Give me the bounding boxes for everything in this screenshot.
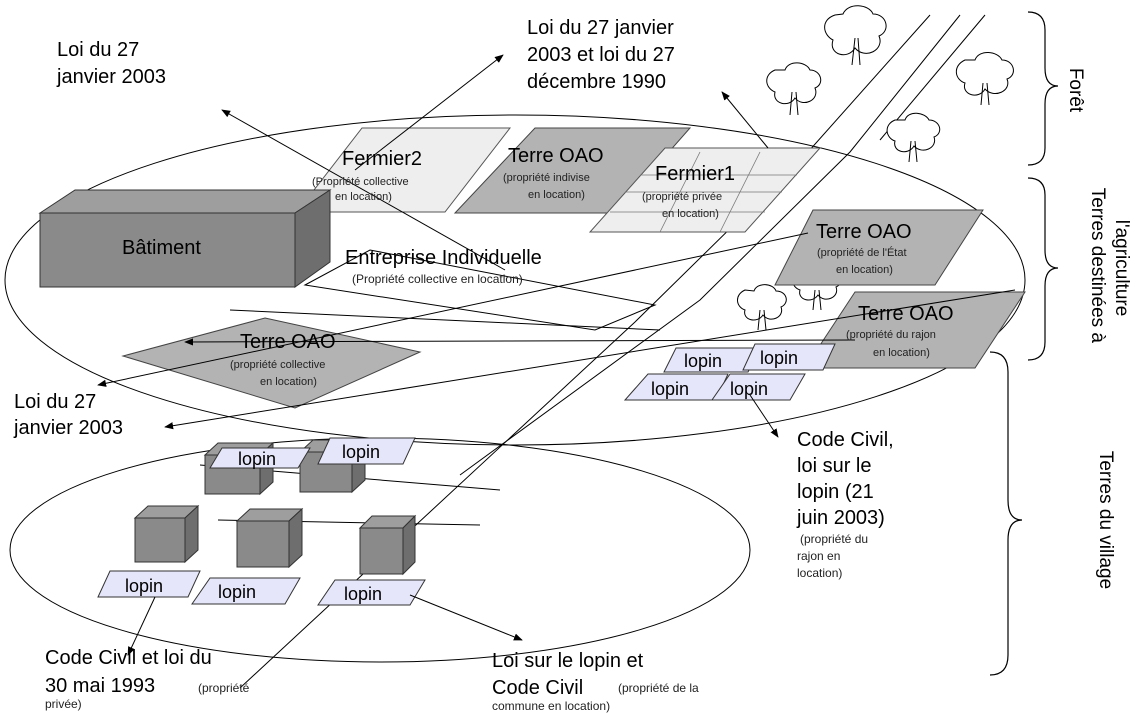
brace-village <box>989 351 1023 676</box>
arrow <box>127 596 156 656</box>
code-civil-lopin-note: (propriété du rajon en location) <box>797 532 871 580</box>
arrows <box>97 54 1016 656</box>
parcel-fermier1 <box>588 147 822 233</box>
lopin-label: lopin <box>218 582 256 602</box>
loi-mid-left-label: Loi du 27 janvier 2003 <box>13 391 123 439</box>
terre-oao-rajon-sub: (propriété du rajon en location) <box>846 329 939 359</box>
arrow <box>721 91 769 149</box>
terre-oao-rajon-title: Terre OAO <box>858 303 954 325</box>
lopin-parcel <box>742 343 836 371</box>
zone-braces <box>989 11 1059 676</box>
batiment-block <box>38 189 332 288</box>
tree-icon <box>955 52 1014 106</box>
road <box>239 14 986 689</box>
parcel-fermier2 <box>295 127 512 213</box>
fermier1-sub: (propriété privée en location) <box>642 191 725 220</box>
code-civil-1993-label: Code Civil et loi du 30 mai 1993 <box>45 647 217 697</box>
lopin-label: lopin <box>238 449 276 469</box>
lopin-label: lopin <box>760 348 798 368</box>
lopin-label: lopin <box>342 442 380 462</box>
lopin-parcel <box>191 577 301 605</box>
code-civil-lopin-label: Code Civil, loi sur le lopin (21 juin 20… <box>796 429 899 529</box>
house-icon <box>133 504 200 564</box>
lopin-parcel <box>209 447 311 469</box>
house-icon <box>235 507 304 569</box>
arrow <box>354 54 504 171</box>
tree-icon <box>766 62 822 116</box>
parcel-terre-oao-etat <box>774 209 984 286</box>
lopin-label: lopin <box>344 584 382 604</box>
terre-oao-collective-sub: (propriété collective en location) <box>230 359 328 388</box>
terre-oao-etat-title: Terre OAO <box>816 221 912 243</box>
lopin-parcel <box>317 437 416 465</box>
zone-village-label: Terres du village <box>1095 451 1116 589</box>
terre-oao-indivise-title: Terre OAO <box>508 145 604 167</box>
lopin-parcels <box>97 343 836 606</box>
parcel-terre-oao-collective <box>121 317 422 409</box>
zone-agriculture-label: Terres destinées à l'agriculture <box>1087 188 1132 349</box>
fermier1-title: Fermier1 <box>655 163 735 185</box>
arrow <box>184 338 856 346</box>
entreprise-title: Entreprise Individuelle <box>345 247 542 269</box>
lopin-label: lopin <box>125 576 163 596</box>
code-civil-1993-note-a: (propriété <box>198 681 250 695</box>
lopin-label: lopin <box>730 379 768 399</box>
arrow <box>749 394 779 438</box>
lopin-label: lopin <box>684 351 722 371</box>
brace-foret <box>1027 11 1059 166</box>
terre-oao-collective-title: Terre OAO <box>240 331 336 353</box>
loi-top-center-label: Loi du 27 janvier 2003 et loi du 27 déce… <box>527 17 680 93</box>
terre-oao-indivise-sub: (propriété indivise en location) <box>503 172 593 201</box>
lopin-parcel <box>97 570 201 598</box>
house-icon <box>358 514 417 576</box>
arrow <box>164 289 1016 430</box>
terre-oao-etat-sub: (propriété de l'État en location) <box>817 246 910 276</box>
tree-icon <box>886 112 941 163</box>
brace-agriculture <box>1027 177 1059 361</box>
fermier2-title: Fermier2 <box>342 148 422 170</box>
zone-foret-label: Forêt <box>1065 68 1086 113</box>
tree-icon <box>737 284 787 331</box>
loi-lopin-commune-note-b: commune en location) <box>492 699 610 713</box>
loi-lopin-commune-note-a: (propriété de la <box>618 681 699 695</box>
arrow <box>221 109 506 271</box>
parcel-terre-oao-rajon <box>804 291 1026 369</box>
fermier2-sub: (Propriété collective en location) <box>312 176 412 203</box>
tree-icon <box>824 5 887 66</box>
code-civil-1993-note-b: privée) <box>45 697 82 711</box>
entreprise-sub: (Propriété collective en location) <box>352 272 523 286</box>
arrow <box>97 232 809 387</box>
lopin-label: lopin <box>651 379 689 399</box>
arrow <box>409 594 523 641</box>
lopin-parcel <box>317 579 426 606</box>
lopin-parcel <box>711 373 806 401</box>
agriculture-ellipse <box>4 114 1026 446</box>
loi-lopin-commune-label: Loi sur le lopin et Code Civil <box>492 650 649 699</box>
lopin-labels: lopin lopin lopin lopin lopin lopin lopi… <box>125 348 798 604</box>
batiment-title: Bâtiment <box>122 237 201 259</box>
loi-top-left-label: Loi du 27 janvier 2003 <box>56 39 166 88</box>
lopin-parcel <box>663 347 761 373</box>
